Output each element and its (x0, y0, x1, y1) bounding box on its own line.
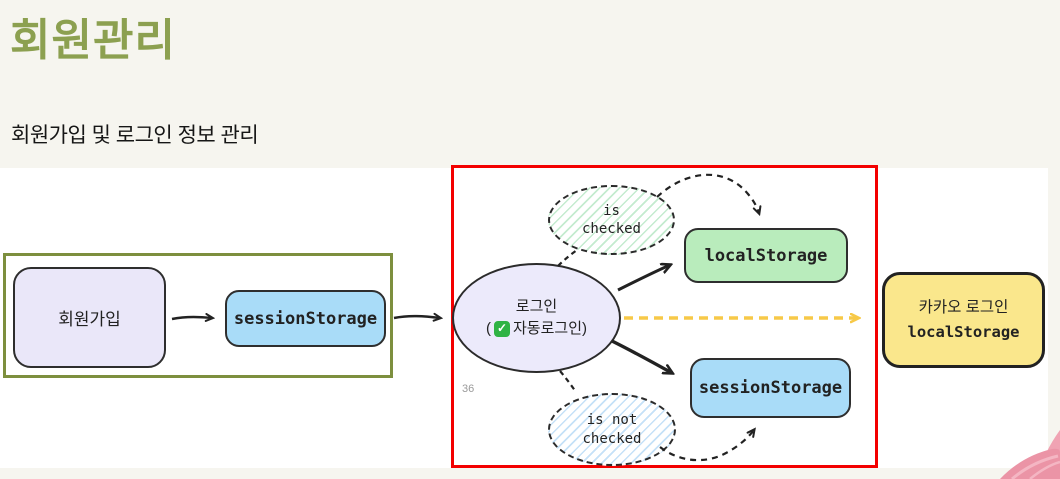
local-storage-node: localStorage (684, 228, 848, 283)
page-title: 회원관리 (10, 16, 176, 65)
kakao-login-label: 카카오 로그인 (918, 298, 1009, 316)
session-storage-login-node: sessionStorage (690, 358, 851, 418)
is-checked-line2: checked (581, 221, 641, 237)
auto-login-row: ( ✓ 자동로그인) (486, 318, 587, 340)
page-subtitle: 회원가입 및 로그인 정보 관리 (11, 124, 259, 147)
checked-checkbox-icon: ✓ (494, 320, 510, 337)
is-not-checked-line2: checked (582, 430, 642, 447)
signup-label: 회원가입 (58, 310, 121, 329)
login-node: 로그인 ( ✓ 자동로그인) (452, 263, 621, 373)
kakao-login-node: 카카오 로그인 localStorage (882, 272, 1045, 368)
is-checked-line1: is (603, 202, 620, 219)
kakao-storage-label: localStorage (907, 323, 1020, 341)
signup-node: 회원가입 (13, 267, 166, 368)
is-not-checked-condition: is not checked (548, 393, 676, 466)
local-storage-label: localStorage (704, 245, 828, 266)
page-number: 36 (462, 383, 475, 395)
session-storage-signup-node: sessionStorage (225, 290, 386, 347)
is-not-checked-line1: is not (586, 412, 638, 429)
session-storage-login-label: sessionStorage (698, 378, 843, 398)
auto-login-label: 자동로그인) (513, 320, 587, 337)
paren-open: ( (486, 320, 491, 337)
session-storage-signup-label: sessionStorage (233, 308, 378, 329)
signup-flow-frame (3, 253, 393, 378)
is-checked-condition: is checked (548, 185, 675, 255)
login-label: 로그인 (515, 298, 558, 316)
